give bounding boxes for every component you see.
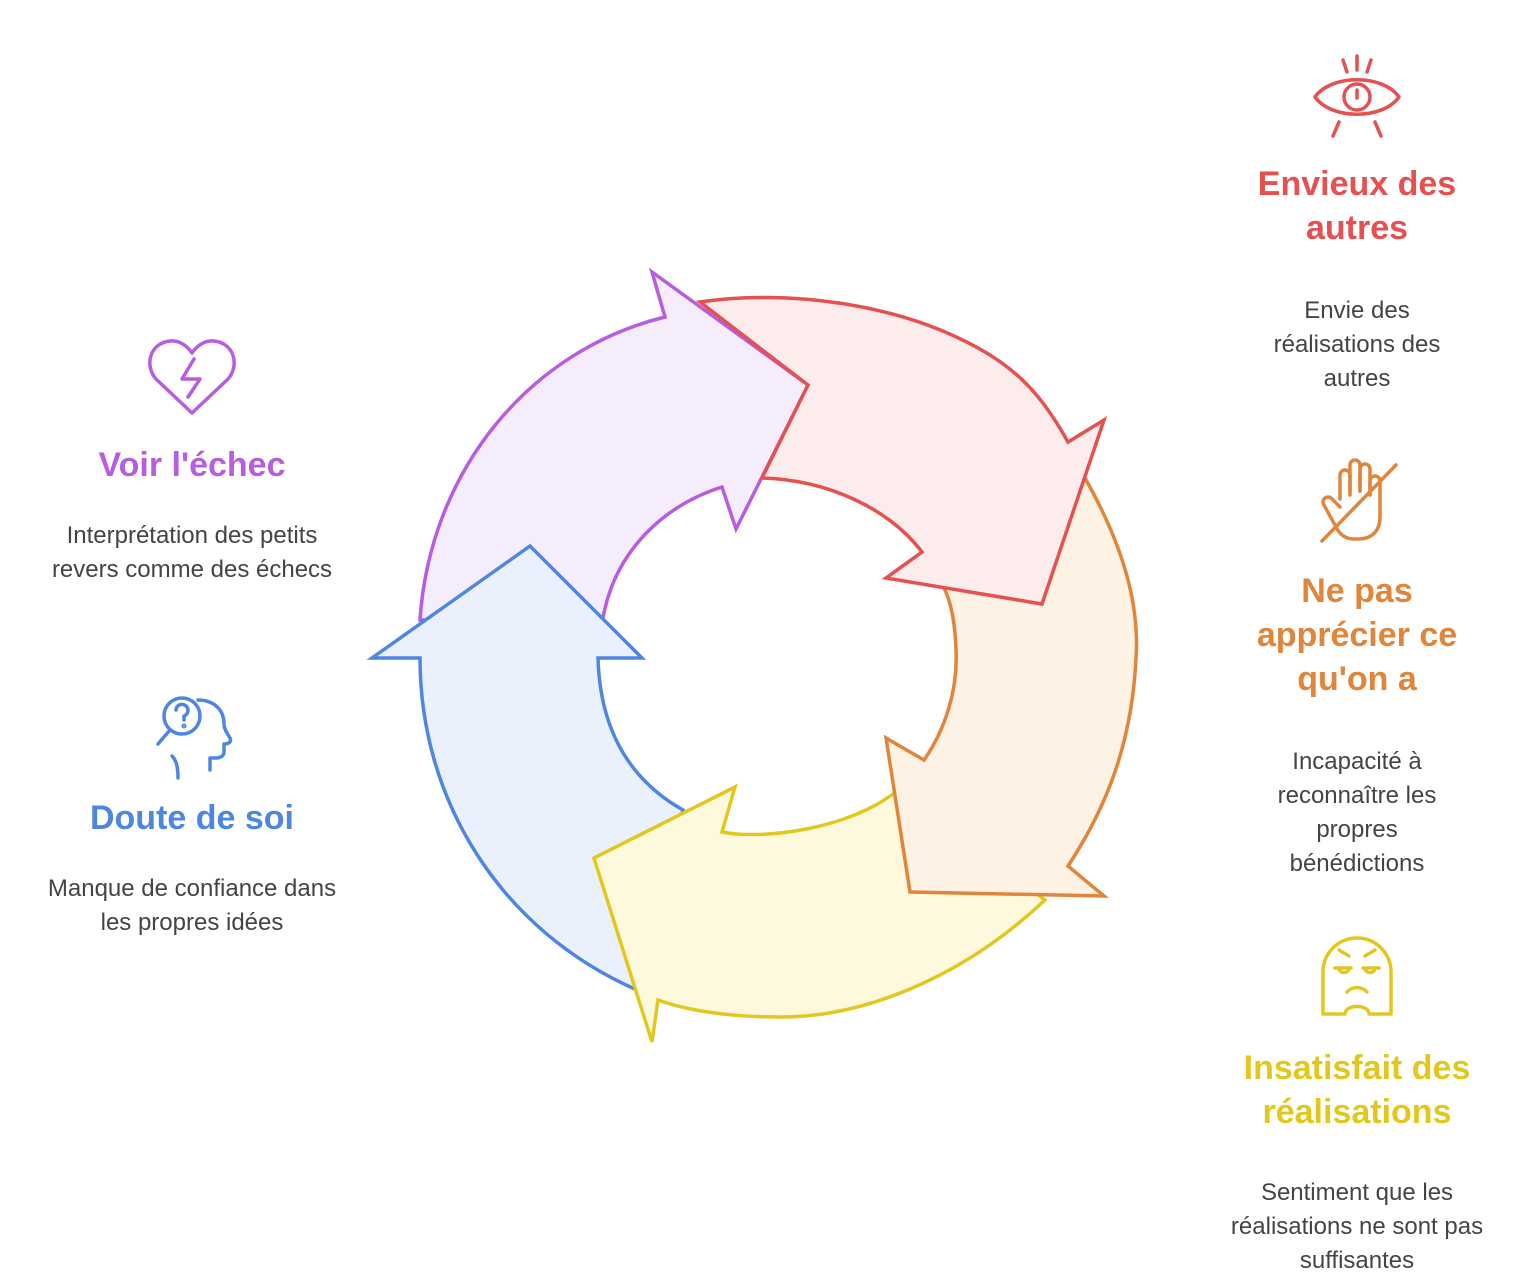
arrow-purple [418, 267, 811, 622]
arrow-red [695, 295, 1108, 606]
step-title: Insatisfait des réalisations [1243, 1049, 1471, 1131]
step-description: Manque de confiance dans les propres idé… [47, 875, 337, 936]
broken-heart-icon [148, 339, 236, 415]
step-description: Envie des réalisations des autres [1273, 297, 1441, 392]
angry-face-icon [1321, 936, 1393, 1016]
step-echec: Voir l'échec Interprétation des petits r… [32, 335, 352, 587]
step-apprecier: Ne pas apprécier ce qu'on a Incapacité à… [1207, 455, 1507, 881]
step-envieux: Envieux des autres Envie des réalisation… [1207, 52, 1507, 396]
eye-icon [1313, 54, 1401, 138]
hand-off-icon [1320, 458, 1398, 543]
step-doute: Doute de soi Manque de confiance dans le… [32, 690, 352, 940]
head-question-icon [156, 696, 233, 780]
step-description: Incapacité à reconnaître les propres bén… [1277, 748, 1437, 877]
step-title: Doute de soi [89, 799, 295, 837]
step-title: Ne pas apprécier ce qu'on a [1256, 572, 1458, 698]
arrow-orange [883, 475, 1139, 898]
step-title: Envieux des autres [1257, 165, 1457, 247]
step-title: Voir l'échec [98, 446, 286, 484]
step-insatisfait: Insatisfait des réalisations Sentiment q… [1207, 928, 1507, 1278]
step-description: Interprétation des petits revers comme d… [51, 522, 333, 583]
step-description: Sentiment que les réalisations ne sont p… [1230, 1179, 1484, 1274]
